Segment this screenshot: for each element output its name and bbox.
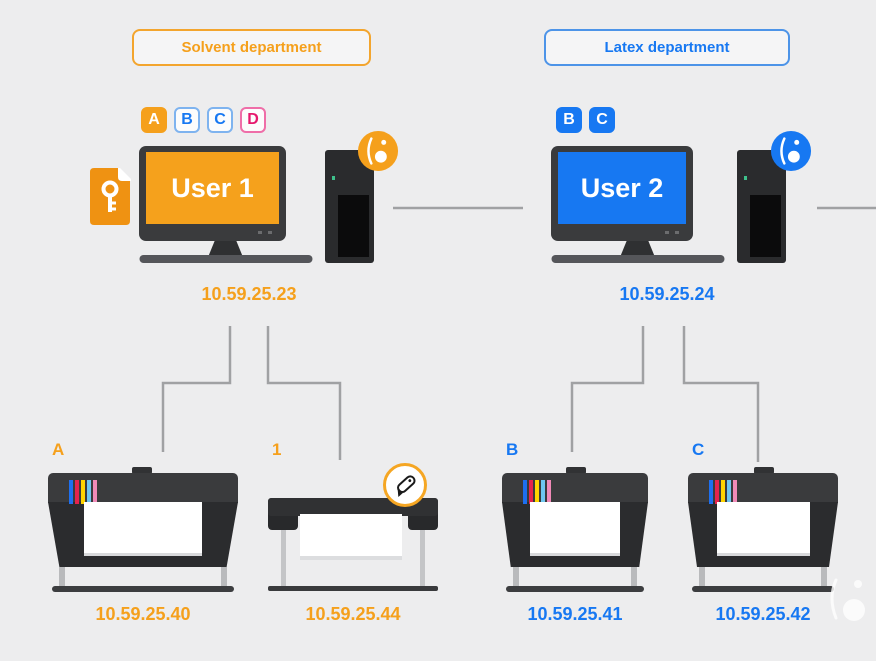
user2-ip-address: 10.59.25.24 — [619, 284, 715, 304]
badge-b: B — [174, 107, 200, 133]
license-key-icon — [90, 168, 131, 225]
monitor-buttons — [665, 231, 681, 235]
cutter-label: 1 — [272, 440, 282, 459]
department-label-text: Latex department — [604, 39, 730, 56]
ink-drop-icon — [357, 130, 399, 172]
printer-paper — [84, 502, 202, 556]
monitor-bezel: User 1 — [139, 146, 286, 241]
printer-paper — [716, 502, 810, 556]
user2-workstation: User 2 — [551, 146, 724, 263]
printer-body — [688, 467, 838, 567]
monitor-base — [139, 255, 312, 263]
printer-b-ip-address: 10.59.25.41 — [527, 604, 623, 624]
monitor-stand — [208, 241, 243, 256]
badge-d: D — [240, 107, 266, 133]
badge-b: B — [556, 107, 582, 133]
power-led — [744, 176, 747, 180]
monitor-base — [551, 255, 724, 263]
badge-c: C — [589, 107, 615, 133]
badge-c: C — [207, 107, 233, 133]
printer-body — [502, 467, 648, 567]
user1-ip-address: 10.59.25.23 — [201, 284, 297, 304]
cutter-1: 1 10.59.25.44 — [268, 440, 438, 640]
user2-queue-badges: B C — [556, 107, 615, 133]
connector-line — [161, 326, 232, 452]
printer-label: B — [506, 440, 519, 459]
printer-c: C 10.59.25.42 — [688, 440, 838, 640]
user1-workstation: User 1 — [139, 146, 312, 263]
tower-front-panel — [338, 195, 369, 257]
ink-cartridges-icon — [69, 480, 97, 504]
connector-line — [570, 326, 645, 452]
tower-front-panel — [750, 195, 781, 257]
monitor-buttons — [258, 231, 274, 235]
printer-paper — [529, 502, 621, 556]
power-led — [332, 176, 335, 180]
ink-watermark-icon — [830, 578, 865, 621]
printer-c-ip-address: 10.59.25.42 — [715, 604, 811, 624]
user2-rip-tower — [737, 150, 786, 263]
ink-cartridges-icon — [709, 480, 737, 504]
connector-line — [682, 326, 760, 462]
department-label-text: Solvent department — [181, 39, 322, 56]
ink-drop-icon — [770, 130, 812, 172]
printer-label: A — [52, 440, 65, 459]
cutter-ip-address: 10.59.25.44 — [305, 604, 401, 624]
printer-b: B 10.59.25.41 — [502, 440, 648, 640]
department-label-latex: Latex department — [544, 29, 790, 66]
connector-line — [266, 326, 342, 460]
utility-knife-icon — [383, 463, 427, 507]
printer-a-ip-address: 10.59.25.40 — [95, 604, 191, 624]
user1-queue-badges: A B C D — [141, 107, 266, 133]
monitor-stand — [620, 241, 655, 256]
user1-monitor-screen: User 1 — [146, 152, 279, 224]
department-label-solvent: Solvent department — [132, 29, 371, 66]
user1-rip-tower — [325, 150, 374, 263]
badge-a: A — [141, 107, 167, 133]
ink-cartridges-icon — [523, 480, 551, 504]
printer-a: A 10.59.25.40 — [48, 440, 238, 640]
cutter-paper — [300, 514, 402, 560]
printer-body — [48, 467, 238, 567]
user2-monitor-screen: User 2 — [558, 152, 686, 224]
monitor-bezel: User 2 — [551, 146, 693, 241]
printer-label: C — [692, 440, 705, 459]
